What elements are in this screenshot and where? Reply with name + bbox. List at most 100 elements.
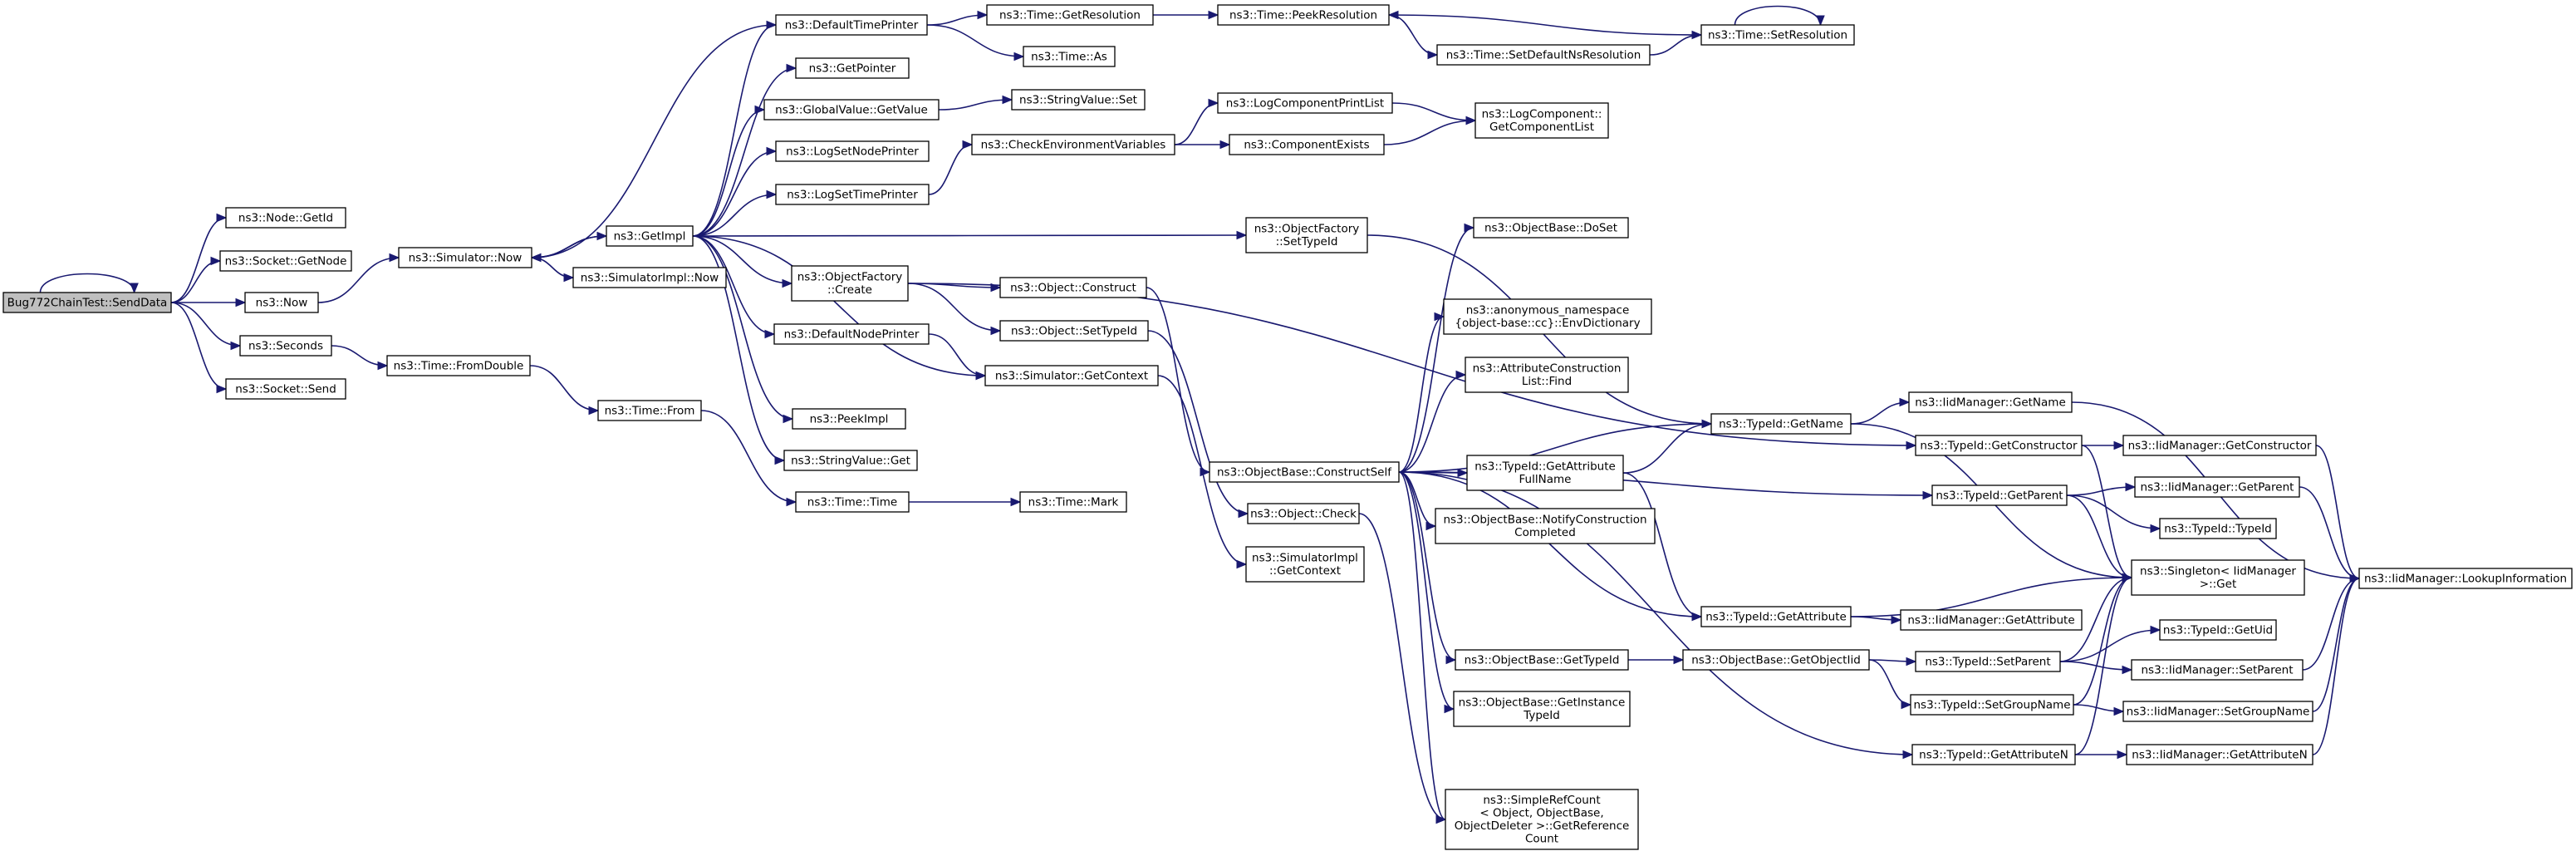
- node-tid-getconstructor[interactable]: ns3::TypeId::GetConstructor: [1915, 435, 2083, 456]
- node-time-mark[interactable]: ns3::Time::Mark: [1019, 491, 1127, 513]
- node-iid-getparent[interactable]: ns3::IidManager::GetParent: [2134, 476, 2300, 498]
- edge-line: [692, 24, 777, 237]
- node-label: ns3::ObjectBase::GetTypeId: [1465, 653, 1620, 667]
- node-sv-set[interactable]: ns3::StringValue::Set: [1011, 89, 1146, 111]
- node-tid-getattributen[interactable]: ns3::TypeId::GetAttributeN: [1911, 744, 2076, 765]
- node-iid-setgroupname[interactable]: ns3::IidManager::SetGroupName: [2122, 701, 2313, 722]
- edge-line: [1398, 227, 1474, 473]
- node-time-time[interactable]: ns3::Time::Time: [795, 491, 910, 513]
- edge-line: [1398, 374, 1466, 473]
- edge-arrowhead: [2150, 524, 2161, 534]
- node-box: [2131, 659, 2304, 681]
- node-iid-getconstructor[interactable]: ns3::IidManager::GetConstructor: [2122, 435, 2317, 456]
- node-label: ns3::Socket::GetNode: [225, 254, 347, 268]
- edge-line: [700, 410, 797, 503]
- node-getresolution[interactable]: ns3::Time::GetResolution: [986, 4, 1154, 26]
- node-logcompprintlist[interactable]: ns3::LogComponentPrintList: [1217, 92, 1393, 114]
- edge-defaulttimeprinter-to-sim-now: [530, 24, 777, 263]
- node-label: ns3::Object::Check: [1250, 507, 1357, 520]
- node-ob-doset[interactable]: ns3::ObjectBase::DoSet: [1473, 217, 1629, 239]
- node-gv-getvalue[interactable]: ns3::GlobalValue::GetValue: [763, 99, 940, 121]
- edge-line: [692, 234, 1247, 237]
- node-envdict[interactable]: ns3::anonymous_namespace{object-base::cc…: [1443, 298, 1652, 335]
- node-now[interactable]: ns3::Now: [244, 292, 319, 313]
- node-obj-check[interactable]: ns3::Object::Check: [1247, 503, 1360, 524]
- edge-arrowhead: [786, 497, 797, 507]
- edge-arrowhead: [210, 256, 222, 266]
- node-tid-typeid[interactable]: ns3::TypeId::TypeId: [2159, 518, 2277, 539]
- node-simimpl-getcontext[interactable]: ns3::SimulatorImpl::GetContext: [1245, 546, 1365, 583]
- node-label: Completed: [1514, 526, 1576, 539]
- node-ob-constructself[interactable]: ns3::ObjectBase::ConstructSelf: [1209, 461, 1400, 483]
- node-tid-getuid[interactable]: ns3::TypeId::GetUid: [2159, 619, 2277, 641]
- node-getpointer[interactable]: ns3::GetPointer: [795, 57, 910, 79]
- node-label: ns3::ObjectBase::NotifyConstruction: [1443, 514, 1646, 527]
- node-getimpl[interactable]: ns3::GetImpl: [606, 225, 694, 247]
- node-root[interactable]: Bug772ChainTest::SendData: [2, 292, 172, 313]
- node-refcount[interactable]: ns3::SimpleRefCount< Object, ObjectBase,…: [1445, 789, 1639, 850]
- node-iid-getname[interactable]: ns3::IidManager::GetName: [1908, 391, 2073, 413]
- node-singleton-get[interactable]: ns3::Singleton< IidManager>::Get: [2131, 559, 2305, 596]
- edge-arrowhead: [1465, 116, 1477, 125]
- node-label: ns3::Singleton< IidManager: [2140, 565, 2296, 578]
- node-box: [1443, 298, 1652, 335]
- node-fromdouble[interactable]: ns3::Time::FromDouble: [386, 355, 531, 376]
- node-time-as[interactable]: ns3::Time::As: [1023, 46, 1116, 67]
- edge-ob-constructself-to-tid-getattribute: [1398, 471, 1703, 622]
- node-defaulttimeprinter[interactable]: ns3::DefaultTimePrinter: [775, 14, 928, 36]
- node-label: ns3::TypeId::GetName: [1719, 417, 1843, 430]
- node-sim-now[interactable]: ns3::Simulator::Now: [398, 247, 532, 268]
- node-label: ns3::TypeId::SetGroupName: [1913, 698, 2070, 711]
- node-setdefaultns[interactable]: ns3::Time::SetDefaultNsResolution: [1436, 44, 1651, 66]
- node-box: [1700, 606, 1852, 627]
- edge-line: [529, 365, 599, 411]
- node-label: ns3::TypeId::SetParent: [1925, 655, 2050, 668]
- node-seconds[interactable]: ns3::Seconds: [239, 335, 332, 357]
- edge-root-to-now: [171, 298, 247, 307]
- edge-line: [1398, 471, 1456, 661]
- node-setresolution[interactable]: ns3::Time::SetResolution: [1700, 24, 1855, 46]
- edge-getimpl-to-sv-get: [692, 235, 786, 465]
- edge-line: [39, 273, 135, 293]
- node-logsetnodeprinter[interactable]: ns3::LogSetNodePrinter: [775, 140, 930, 162]
- node-iid-setparent[interactable]: ns3::IidManager::SetParent: [2131, 659, 2304, 681]
- node-tid-getattribute[interactable]: ns3::TypeId::GetAttribute: [1700, 606, 1852, 627]
- node-of-settypeid[interactable]: ns3::ObjectFactory::SetTypeId: [1245, 217, 1368, 253]
- node-tid-setparent[interactable]: ns3::TypeId::SetParent: [1915, 651, 2061, 672]
- node-defaultnodeprinter[interactable]: ns3::DefaultNodePrinter: [773, 323, 930, 345]
- node-sv-get[interactable]: ns3::StringValue::Get: [783, 450, 918, 471]
- node-node-getid[interactable]: ns3::Node::GetId: [225, 207, 346, 229]
- node-label: < Object, ObjectBase,: [1479, 807, 1603, 820]
- node-socket-getnode[interactable]: ns3::Socket::GetNode: [219, 250, 352, 272]
- node-checkenv[interactable]: ns3::CheckEnvironmentVariables: [971, 134, 1175, 155]
- node-obj-settypeid[interactable]: ns3::Object::SetTypeId: [999, 320, 1149, 342]
- node-socket-send[interactable]: ns3::Socket::Send: [225, 378, 346, 400]
- node-iid-getattributen[interactable]: ns3::IidManager::GetAttributeN: [2126, 744, 2313, 765]
- edge-line: [1398, 316, 1445, 473]
- node-tid-getparent[interactable]: ns3::TypeId::GetParent: [1931, 485, 2068, 506]
- node-simimpl-now[interactable]: ns3::SimulatorImpl::Now: [572, 267, 727, 288]
- node-iid-getattribute[interactable]: ns3::IidManager::GetAttribute: [1900, 609, 2083, 631]
- node-getcomplist[interactable]: ns3::LogComponent::GetComponentList: [1474, 102, 1609, 139]
- node-peekresolution[interactable]: ns3::Time::PeekResolution: [1217, 4, 1390, 26]
- node-componentexists[interactable]: ns3::ComponentExists: [1229, 134, 1385, 155]
- edge-arrowhead: [377, 361, 389, 371]
- node-time-from[interactable]: ns3::Time::From: [597, 400, 702, 421]
- edge-tid-setgroupname-to-iid-setgroupname: [2073, 704, 2125, 716]
- node-logsettimeprinter[interactable]: ns3::LogSetTimePrinter: [775, 184, 930, 205]
- node-of-create[interactable]: ns3::ObjectFactory::Create: [791, 265, 909, 302]
- node-iid-lookupinfo[interactable]: ns3::IidManager::LookupInformation: [2358, 568, 2573, 589]
- node-peekimpl[interactable]: ns3::PeekImpl: [792, 408, 906, 430]
- node-tid-getname[interactable]: ns3::TypeId::GetName: [1710, 413, 1852, 435]
- node-label: ns3::IidManager::GetAttribute: [1907, 613, 2074, 627]
- node-ob-notify[interactable]: ns3::ObjectBase::NotifyConstructionCompl…: [1435, 508, 1656, 544]
- node-obj-construct[interactable]: ns3::Object::Construct: [999, 277, 1147, 298]
- node-sim-getcontext[interactable]: ns3::Simulator::GetContext: [984, 365, 1159, 386]
- edge-arrowhead: [1906, 657, 1917, 667]
- node-ob-getobjectiid[interactable]: ns3::ObjectBase::GetObjectIid: [1682, 649, 1870, 671]
- node-ob-gettypeid[interactable]: ns3::ObjectBase::GetTypeId: [1455, 649, 1629, 671]
- node-tid-setgroupname[interactable]: ns3::TypeId::SetGroupName: [1910, 694, 2074, 716]
